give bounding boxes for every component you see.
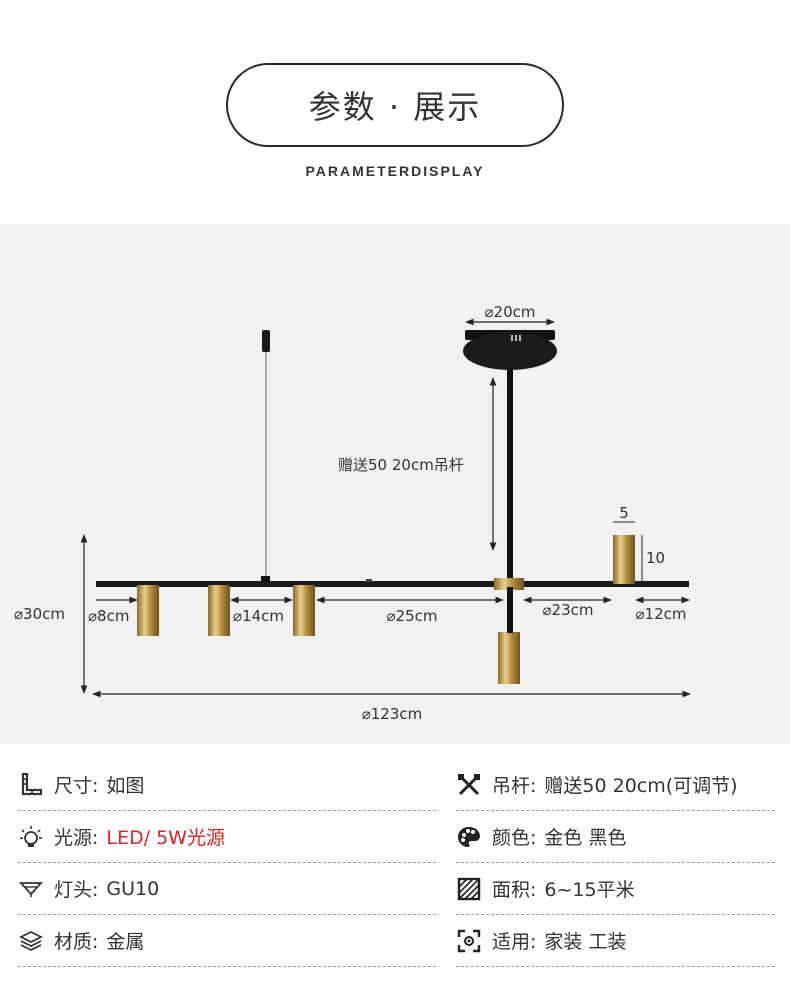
spec-table: 尺寸: 如图 光源: LED/ 5W光源 灯头: GU10 材质: 金属 吊杆:… — [0, 744, 790, 984]
bulb-icon — [18, 824, 44, 850]
canopy — [463, 332, 557, 370]
spec-cap: 灯头: GU10 — [18, 863, 436, 915]
dim-gap-12: ⌀12cm — [636, 605, 687, 623]
dim-gap-14: ⌀14cm — [233, 607, 284, 625]
dim-cup-height: 10 — [646, 549, 665, 567]
dim-canopy: ⌀20cm — [485, 303, 536, 321]
spec-color: 颜色: 金色 黑色 — [456, 811, 775, 863]
dim-height: ⌀30cm — [14, 605, 65, 623]
spot-down — [498, 632, 520, 684]
spot-3 — [293, 585, 315, 636]
spot-up — [613, 535, 635, 584]
dim-gap-8: ⌀8cm — [88, 607, 129, 625]
main-bar — [96, 581, 689, 587]
dim-gap-25: ⌀25cm — [387, 607, 438, 625]
lamp-illustration: ⌀20cm 赠送50 20cm吊杆 5 10 ⌀30cm ⌀8cm ⌀14cm … — [14, 303, 691, 723]
tools-icon — [456, 772, 482, 798]
layers-icon — [18, 928, 44, 954]
spec-size: 尺寸: 如图 — [18, 759, 436, 811]
dim-gap-23: ⌀23cm — [543, 601, 594, 619]
dim-cup-width: 5 — [619, 504, 629, 522]
spot-1 — [137, 585, 159, 636]
header-section: 参数 · 展示 PARAMETERDISPLAY — [0, 0, 790, 224]
spec-material: 材质: 金属 — [18, 915, 436, 967]
dim-rod: 赠送50 20cm吊杆 — [338, 456, 464, 474]
page-subtitle: PARAMETERDISPLAY — [305, 163, 485, 179]
spec-area: 面积: 6~15平米 — [456, 863, 775, 915]
focus-icon — [456, 928, 482, 954]
lamp-cap-icon — [18, 876, 44, 902]
spec-usage: 适用: 家装 工装 — [456, 915, 775, 967]
spot-2 — [208, 585, 230, 636]
down-rod — [507, 368, 513, 583]
bar-joint — [494, 578, 524, 590]
palette-icon — [456, 824, 482, 850]
product-diagram: ⌀20cm 赠送50 20cm吊杆 5 10 ⌀30cm ⌀8cm ⌀14cm … — [0, 224, 790, 744]
page-title: 参数 · 展示 — [226, 63, 564, 147]
wire-clamp — [262, 330, 270, 352]
spec-rod: 吊杆: 赠送50 20cm(可调节) — [456, 759, 775, 811]
ruler-icon — [18, 772, 44, 798]
dim-total-length: ⌀123cm — [362, 705, 423, 723]
area-icon — [456, 876, 482, 902]
spec-light: 光源: LED/ 5W光源 — [18, 811, 436, 863]
